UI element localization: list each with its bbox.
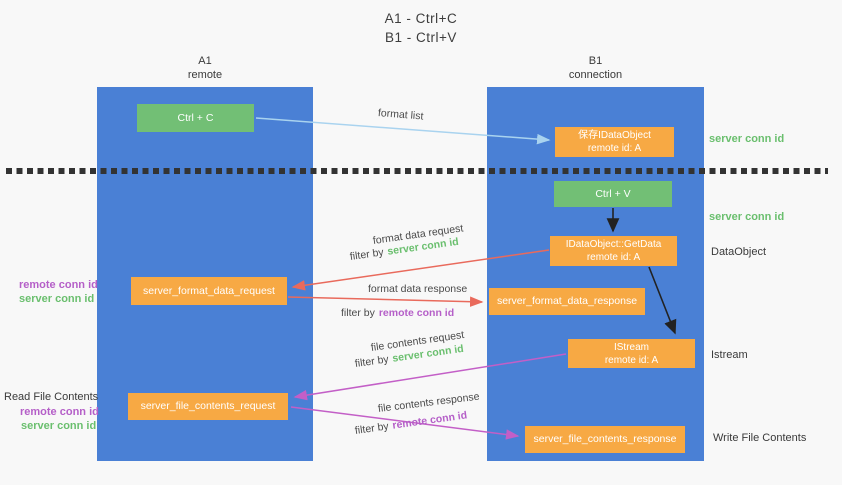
title-line-2: B1 - Ctrl+V bbox=[385, 30, 457, 45]
label-read-file-contents: Read File Contents bbox=[4, 391, 99, 403]
node-save-idataobject-line2: remote id: A bbox=[587, 143, 642, 154]
node-server-format-data-request: server_format_data_request bbox=[131, 277, 287, 305]
node-server-format-data-response: server_format_data_response bbox=[489, 288, 645, 315]
node-server-file-contents-response: server_file_contents_response bbox=[525, 426, 685, 453]
node-ctrl-c-label: Ctrl + C bbox=[177, 111, 214, 124]
arrow-format-list bbox=[255, 117, 551, 145]
node-istream: IStream remote id: A bbox=[568, 339, 695, 368]
node-istream-line2: remote id: A bbox=[604, 354, 659, 366]
node-format-request-label: server_format_data_request bbox=[143, 284, 275, 297]
label-write-file-contents: Write File Contents bbox=[713, 432, 807, 444]
label-server-conn-id-top: server conn id bbox=[709, 133, 785, 145]
arrow-format-data-request bbox=[291, 249, 550, 291]
diagram-title: A1 - Ctrl+C B1 - Ctrl+V bbox=[0, 9, 842, 47]
lane-b1-id: B1 bbox=[588, 55, 603, 67]
lane-header-a1: A1 remote bbox=[97, 55, 313, 82]
label-file-server-conn-id: server conn id bbox=[21, 420, 97, 432]
node-ctrl-v-label: Ctrl + V bbox=[595, 187, 631, 200]
arrow-file-contents-response bbox=[290, 406, 520, 440]
node-getdata-line2: remote id: A bbox=[586, 252, 641, 263]
arrow-format-data-response bbox=[287, 296, 484, 307]
node-idataobject-getdata: IDataObject::GetData remote id: A bbox=[550, 236, 677, 266]
label-server-conn-id-mid: server conn id bbox=[709, 211, 785, 223]
label-istream: Istream bbox=[711, 349, 748, 361]
label-dataobject: DataObject bbox=[711, 246, 767, 258]
label-format-remote-conn-id: remote conn id bbox=[19, 279, 98, 291]
node-file-response-label: server_file_contents_response bbox=[533, 433, 677, 445]
label-format-server-conn-id: server conn id bbox=[19, 293, 95, 305]
node-getdata-line1: IDataObject::GetData bbox=[565, 239, 662, 250]
lane-b1-label: connection bbox=[568, 68, 623, 81]
filter-value-remote-conn-id: remote conn id bbox=[378, 307, 455, 319]
node-save-idataobject-line1: 保存IDataObject bbox=[578, 130, 651, 141]
arrow-getdata-to-istream bbox=[648, 266, 677, 335]
arrow-label-format-data-response: format data response bbox=[368, 283, 468, 295]
node-ctrl-v: Ctrl + V bbox=[554, 181, 672, 207]
filter-by-text: filter by bbox=[341, 307, 375, 319]
node-server-file-contents-request: server_file_contents_request bbox=[128, 393, 288, 420]
node-format-response-label: server_format_data_response bbox=[496, 295, 638, 307]
title-line-1: A1 - Ctrl+C bbox=[384, 11, 458, 26]
label-file-remote-conn-id: remote conn id bbox=[20, 406, 99, 418]
node-save-idataobject: 保存IDataObject remote id: A bbox=[555, 127, 674, 157]
lane-a1-label: remote bbox=[187, 68, 223, 81]
node-istream-line1: IStream bbox=[613, 341, 649, 353]
copy-paste-section-divider bbox=[6, 168, 828, 174]
arrow-file-contents-request bbox=[293, 353, 567, 401]
lane-a1-id: A1 bbox=[198, 55, 212, 67]
node-ctrl-c: Ctrl + C bbox=[137, 104, 254, 132]
node-file-request-label: server_file_contents_request bbox=[140, 400, 276, 412]
lane-header-b1: B1 connection bbox=[487, 55, 704, 82]
